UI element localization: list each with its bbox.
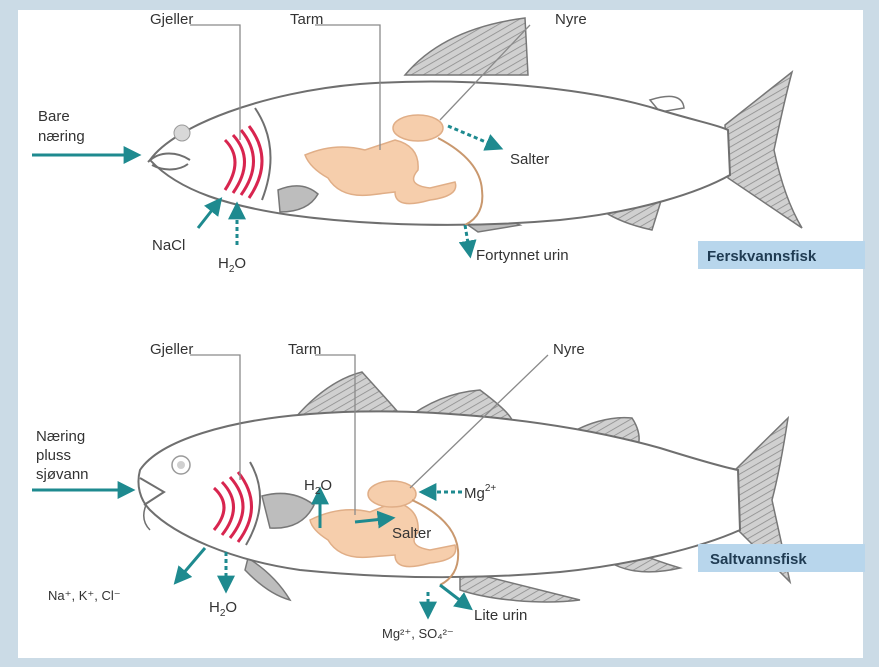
label-intake-line2-bottom: pluss (36, 447, 71, 464)
label-intake-line3-bottom: sjøvann (36, 466, 89, 483)
label-nyre-bottom: Nyre (553, 341, 585, 358)
label-intake-line1-bottom: Næring (36, 428, 85, 445)
label-excreted: Mg²⁺, SO₄²⁻ (382, 626, 454, 641)
label-salter-bottom: Salter (392, 525, 431, 542)
label-tarm: Tarm (290, 11, 323, 28)
label-ions: Na⁺, K⁺, Cl⁻ (48, 588, 121, 603)
label-intake-line1: Bare (38, 108, 70, 125)
pupil-bottom (177, 461, 185, 469)
tag-saltwater: Saltvannsfisk (710, 551, 807, 568)
label-nacl: NaCl (152, 237, 185, 254)
label-nyre: Nyre (555, 11, 587, 28)
label-urine-bottom: Lite urin (474, 607, 527, 624)
label-urine: Fortynnet urin (476, 247, 569, 264)
kidney (393, 115, 443, 141)
tag-freshwater: Ferskvannsfisk (707, 248, 817, 265)
label-gjeller-bottom: Gjeller (150, 341, 193, 358)
kidney-bottom (368, 481, 416, 507)
label-salter: Salter (510, 151, 549, 168)
label-gjeller: Gjeller (150, 11, 193, 28)
label-tarm-bottom: Tarm (288, 341, 321, 358)
eye (174, 125, 190, 141)
label-intake-line2: næring (38, 128, 85, 145)
